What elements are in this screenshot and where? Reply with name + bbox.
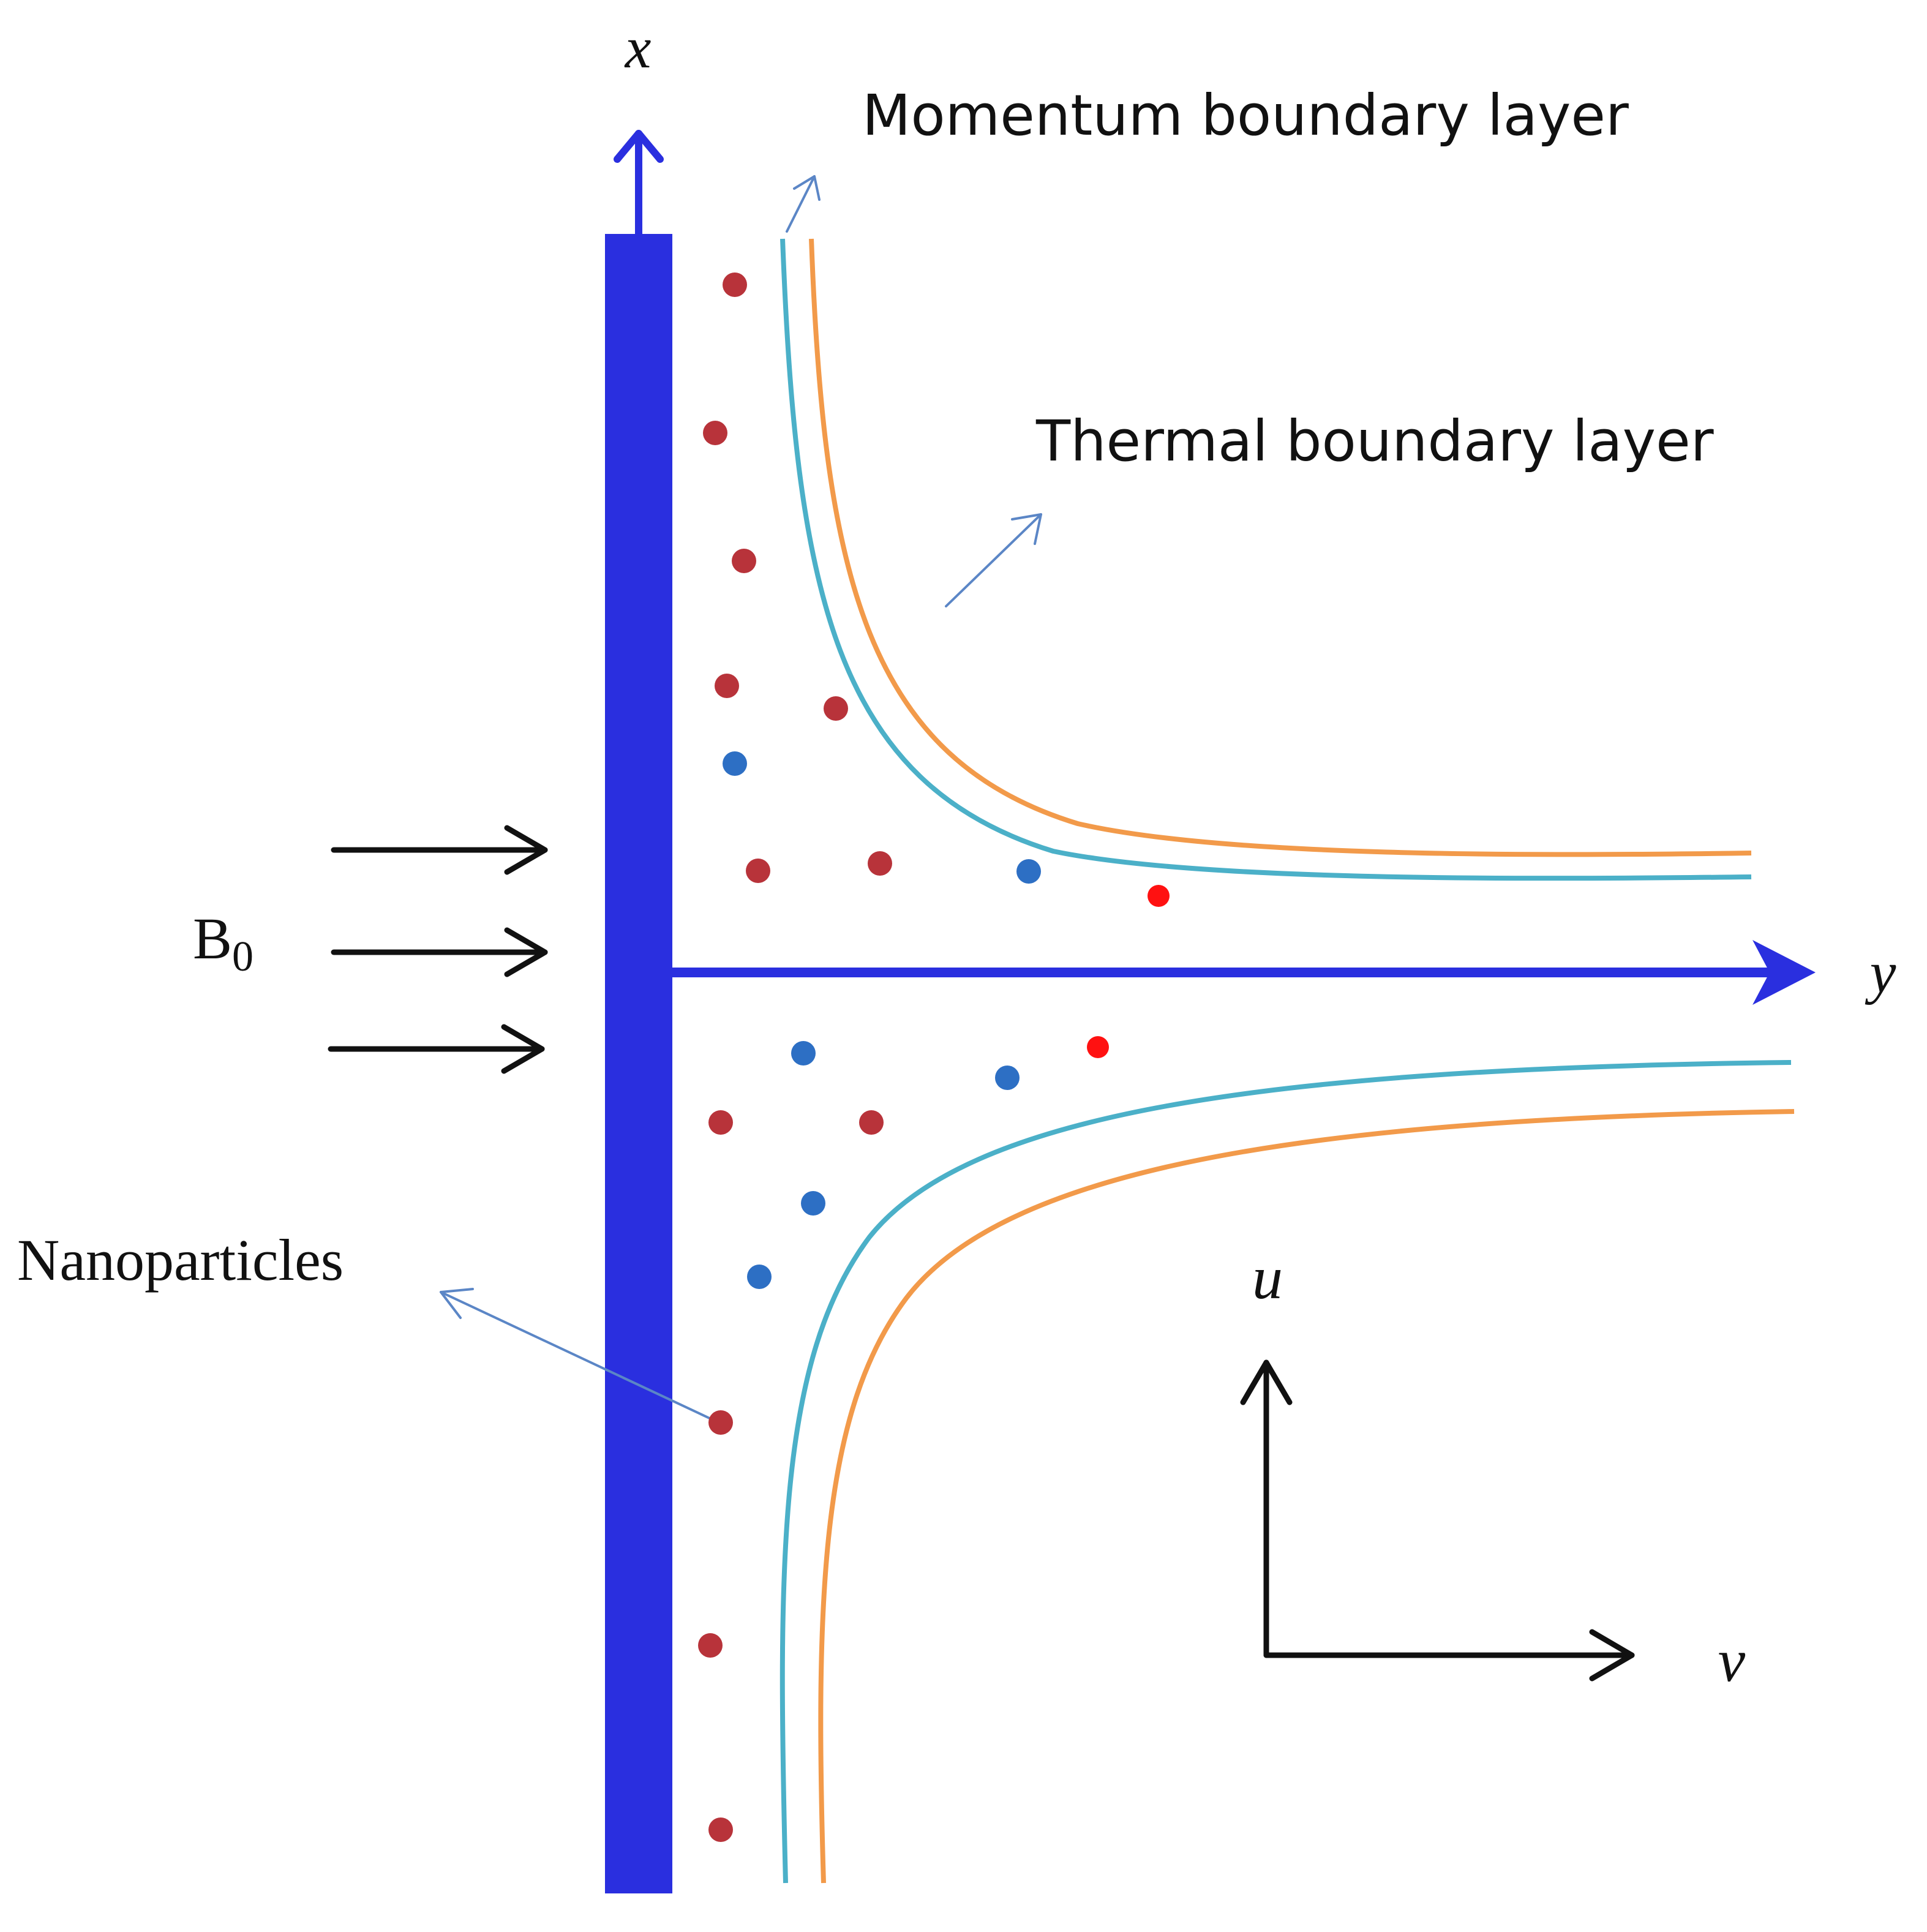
plate (605, 234, 672, 1893)
momentum-curve-lower (779, 1060, 1792, 1884)
particle (732, 549, 756, 573)
nanoparticles-red (698, 273, 892, 1842)
thermal-curve-lower (818, 1109, 1795, 1884)
particle (868, 851, 892, 876)
particle (801, 1191, 825, 1216)
particle (746, 859, 770, 883)
particle (715, 674, 739, 698)
y-axis-label: y (1865, 939, 1896, 1005)
momentum-curve-upper (780, 238, 1752, 881)
velocity-v-label: v (1718, 1626, 1746, 1694)
x-axis-label: x (624, 15, 652, 80)
field-arrows (328, 825, 548, 1074)
particle (703, 421, 727, 445)
thermal-layer-pointer (945, 513, 1042, 607)
particle (859, 1110, 884, 1135)
particle (1148, 885, 1170, 907)
nanoparticles-blue (723, 751, 1041, 1289)
nanoparticles-label: Nanoparticles (17, 1227, 344, 1293)
particle (1016, 859, 1041, 884)
momentum-layer-pointer (786, 175, 821, 233)
particle (824, 696, 848, 721)
x-axis-arrow (614, 130, 664, 238)
nanoparticles-bright-red (1087, 885, 1170, 1058)
thermal-layer-label: Thermal boundary layer (1035, 408, 1714, 474)
velocity-u-label: u (1252, 1244, 1283, 1312)
particle (698, 1633, 723, 1658)
particle (1087, 1036, 1109, 1058)
particle (791, 1041, 816, 1066)
y-axis-arrow (672, 940, 1816, 1005)
momentum-layer-label: Momentum boundary layer (862, 83, 1629, 148)
particle (708, 1817, 733, 1842)
thermal-curve-upper (809, 238, 1752, 857)
particle (747, 1265, 772, 1289)
nanoparticles-pointer (440, 1288, 713, 1421)
velocity-axes (1240, 1359, 1635, 1682)
particle (723, 273, 747, 297)
particle (723, 751, 747, 776)
particle (708, 1410, 733, 1435)
particle (995, 1066, 1020, 1090)
field-label: B0 (193, 906, 254, 980)
particle (708, 1110, 733, 1135)
